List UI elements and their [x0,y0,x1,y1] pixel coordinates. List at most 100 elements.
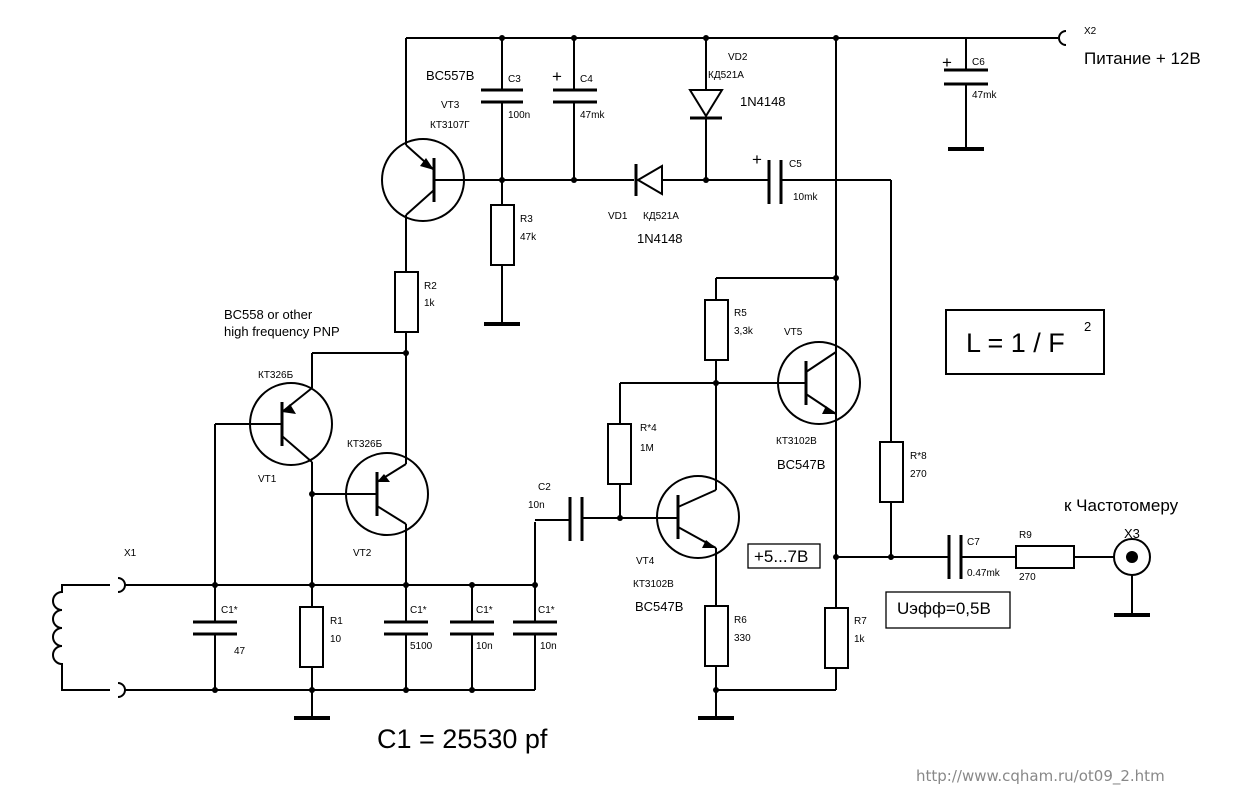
transistor-vt3: BC557B VT3 КТ3107Г [381,68,474,222]
r1-value: 10 [330,634,342,645]
capacitor-c5: + C5 10mk [752,150,892,445]
transistor-vt4: VT4 КТ3102В BC547B [633,475,740,614]
svg-text:+: + [552,67,562,86]
svg-text:+: + [752,150,762,169]
c4-value: 47mk [580,110,605,121]
resistor-r2: R2 1k [312,215,437,464]
r9-name: R9 [1019,530,1032,541]
vt5-alt: BC547B [777,457,825,472]
formula-text: L = 1 / F [966,328,1065,358]
resistor-r9 [1015,545,1075,569]
c5-name: C5 [789,159,802,170]
c2-value: 10n [528,500,545,511]
vd2-name: VD2 [728,52,748,63]
r6-name: R6 [734,615,747,626]
vt3-base-network: VD1 КД521А 1N4148 [434,164,768,246]
c1-4-name: C1* [538,605,555,616]
r4-name: R*4 [640,423,657,434]
pnp-note-line2: high frequency PNP [224,324,340,339]
resistor-r3: R3 47k [484,180,537,326]
resistor-r1: R1 10 [294,582,343,720]
capacitor-c1-3: C1* 10n [450,585,494,690]
capacitor-c4: + C4 47mk [552,67,605,180]
ueff-text: Uэфф=0,5В [897,599,991,618]
x1-connector-bottom [117,682,126,698]
diode-vd2: VD2 КД521А 1N4148 [688,52,786,180]
r4-value: 1M [640,443,654,454]
r8-name: R*8 [910,451,927,462]
c1-total: C1 = 25530 pf [377,724,548,754]
c6-value: 47mk [972,90,997,101]
c1-2-value: 5100 [410,641,433,652]
capacitor-c6: + C6 47mk [942,53,997,151]
x1-name: X1 [124,548,137,559]
vd1-name: VD1 [608,211,628,222]
c1-3-name: C1* [476,605,493,616]
transistor-vt5: VT5 КТ3102В BC547B [776,327,861,608]
r7-name: R7 [854,616,867,627]
r5-value: 3,3k [734,326,754,337]
voltage-box: +5...7В [747,543,821,569]
c3-name: C3 [508,74,521,85]
c1-1-name: C1* [221,605,238,616]
ueff-box: Uэфф=0,5В [885,591,1011,629]
output-network: C7 0.47mk R9 270 X3 [836,526,1151,617]
x3-name: X3 [1124,526,1140,541]
capacitor-c1-1: C1* 47 [193,605,246,690]
voltage-text: +5...7В [754,547,808,566]
formula-exponent: 2 [1084,319,1091,334]
c5-value: 10mk [793,192,818,203]
capacitor-c1-4: C1* 10n [513,605,557,690]
vt3-name: VT3 [441,100,460,111]
vt4-alt: BC547B [635,599,683,614]
x2-connector [1058,30,1067,46]
c3-value: 100n [508,110,530,121]
vt4-part: КТ3102В [633,579,674,590]
top-power-rail [405,30,1067,425]
vt1-part: КТ326Б [258,370,294,381]
vd1-part: КД521А [643,211,679,222]
pnp-note-line1: BC558 or other [224,307,313,322]
c6-name: C6 [972,57,985,68]
power-label: Питание + 12В [1084,49,1201,68]
r2-value: 1k [424,298,436,309]
vt3-part: КТ3107Г [430,120,470,131]
c2-name: C2 [538,482,551,493]
resistor-r7: R7 1k [824,554,867,690]
r9-value: 270 [1019,572,1036,583]
c1-2-name: C1* [410,605,427,616]
c7-value: 0.47mk [967,568,1001,579]
r7-value: 1k [854,634,866,645]
x2-name: X2 [1084,26,1097,37]
diode-vd1 [636,164,663,196]
c1-1-value: 47 [234,646,246,657]
r6-value: 330 [734,633,751,644]
resistor-r5: R5 3,3k [704,275,839,490]
c7-name: C7 [967,537,980,548]
resistor-r8: R*8 270 [879,441,927,560]
r3-value: 47k [520,232,537,243]
r3-name: R3 [520,214,533,225]
r5-name: R5 [734,308,747,319]
c1-3-value: 10n [476,641,493,652]
freq-meter-label: к Частотомеру [1064,496,1179,515]
vd1-alt: 1N4148 [637,231,683,246]
inductor-coil [52,584,110,691]
vt3-type: BC557B [426,68,474,83]
lc-tank-rails: X1 [117,424,538,698]
r8-value: 270 [910,469,927,480]
c4-name: C4 [580,74,593,85]
resistor-r6: R6 330 [698,605,836,720]
vt2-name: VT2 [353,548,372,559]
vt1-name: VT1 [258,474,277,485]
vt5-part: КТ3102В [776,436,817,447]
capacitor-c1-2: C1* 5100 [384,585,433,690]
capacitor-c3: C3 100n [481,74,530,180]
vt5-name: VT5 [784,327,803,338]
vd2-alt: 1N4148 [740,94,786,109]
svg-text:+: + [942,53,952,72]
vd2-part: КД521А [708,70,744,81]
vt4-name: VT4 [636,556,655,567]
capacitor-c2: C2 10n [528,482,678,541]
